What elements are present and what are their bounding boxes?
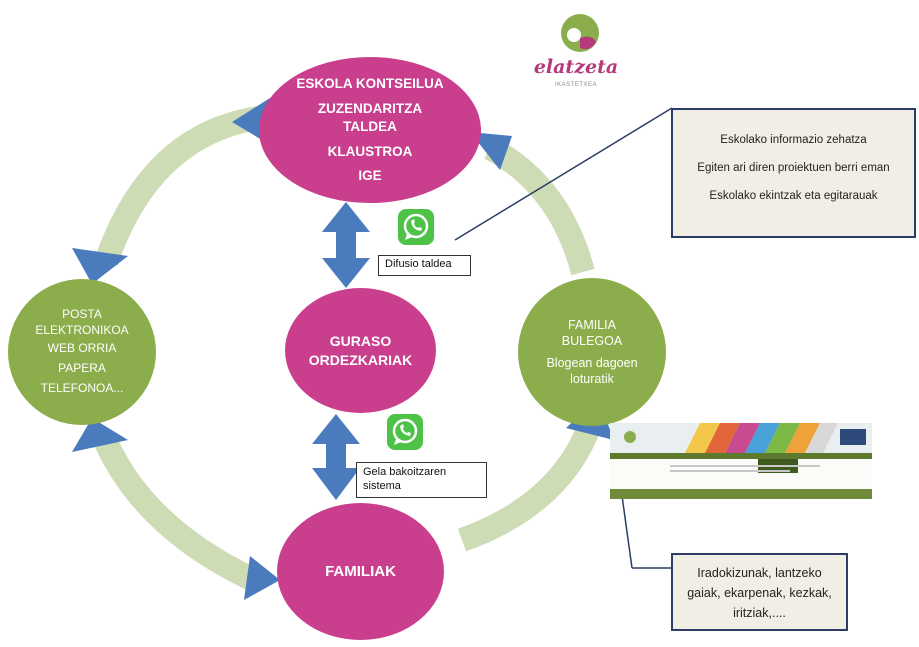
node-left-line-5: TELEFONOA...: [40, 381, 124, 395]
logo-wordmark: elatzeta: [533, 56, 619, 78]
node-left-line-4: PAPERA: [58, 361, 106, 375]
label-gela-line-1: Gela bakoitzaren: [363, 466, 447, 478]
label-difusio-text: Difusio taldea: [385, 258, 452, 270]
node-top-line-5: IGE: [358, 168, 382, 183]
logo-mark-icon: [561, 14, 599, 52]
node-left-line-2: ELEKTRONIKOA: [35, 323, 129, 337]
cycle-arc-top-right: [484, 137, 595, 276]
node-left-line-1: POSTA: [62, 307, 102, 321]
whatsapp-icon: [387, 414, 423, 450]
node-familiak: FAMILIAK: [277, 503, 444, 640]
cycle-arrowhead-left-top: [72, 248, 128, 284]
label-difusio-taldea: Difusio taldea: [378, 255, 471, 276]
blog-screenshot-thumbnail: [610, 423, 872, 499]
cycle-arrowhead-left-bottom: [72, 418, 128, 452]
info-top-line-3: Eskolako ekintzak eta egitarauak: [709, 190, 878, 202]
info-box-eskolako-informazioa: Eskolako informazio zehatza Egiten ari d…: [671, 108, 916, 238]
info-bottom-line-3: iritziak,....: [733, 606, 786, 620]
info-box-iradokizunak: Iradokizunak, lantzeko gaiak, ekarpenak,…: [671, 553, 848, 631]
cycle-arrowhead-right-top: [470, 132, 512, 170]
whatsapp-icon: [398, 209, 434, 245]
node-top-line-2: ZUZENDARITZA: [317, 101, 423, 116]
logo-subtitle: IKASTETXEA: [554, 82, 597, 88]
node-right-line-3: Blogean dagoen: [546, 356, 638, 370]
double-arrow-upper: [322, 202, 370, 288]
node-right-line-4: loturatik: [570, 372, 614, 387]
callout-line-top: [454, 107, 673, 241]
blog-screenshot-image: [610, 423, 872, 499]
node-guraso-ordezkariak: GURASO ORDEZKARIAK: [285, 288, 436, 413]
node-right-line-2: BULEGOA: [561, 333, 623, 348]
label-gela-bakoitzaren: Gela bakoitzaren sistema: [356, 462, 487, 498]
info-top-line-1: Eskolako informazio zehatza: [720, 134, 867, 146]
school-logo: elatzeta IKASTETXEA: [530, 8, 622, 100]
cycle-arc-bottom-left: [94, 434, 264, 593]
node-bottom-line-1: FAMILIAK: [325, 562, 396, 580]
node-top-line-1: ESKOLA KONTSEILUA: [296, 76, 444, 91]
node-posta-elektronikoa: POSTA ELEKTRONIKOA WEB ORRIA PAPERA TELE…: [8, 279, 156, 425]
node-eskola-kontseilua: ESKOLA KONTSEILUA ZUZENDARITZA TALDEA KL…: [259, 57, 481, 203]
cycle-arc-bottom-right: [457, 420, 602, 552]
label-gela-line-2: sistema: [363, 480, 401, 493]
info-top-line-2: Egiten ari diren proiektuen berri eman: [697, 162, 890, 174]
cycle-arrowhead-bottom: [244, 556, 280, 600]
node-mid-line-1: GURASO: [329, 333, 392, 350]
info-bottom-line-2: gaiak, ekarpenak, kezkak,: [687, 586, 832, 600]
node-mid-line-2: ORDEZKARIAK: [308, 351, 413, 368]
node-top-line-3: TALDEA: [343, 119, 397, 134]
node-left-line-3: WEB ORRIA: [47, 341, 117, 355]
cycle-arc-top-left: [94, 106, 261, 266]
double-arrow-lower: [312, 414, 360, 500]
info-bottom-line-1: Iradokizunak, lantzeko: [697, 566, 822, 580]
node-familia-bulegoa: FAMILIA BULEGOA Blogean dagoen loturatik: [518, 278, 666, 426]
node-right-line-1: FAMILIA: [568, 317, 616, 332]
node-top-line-4: KLAUSTROA: [327, 144, 413, 159]
